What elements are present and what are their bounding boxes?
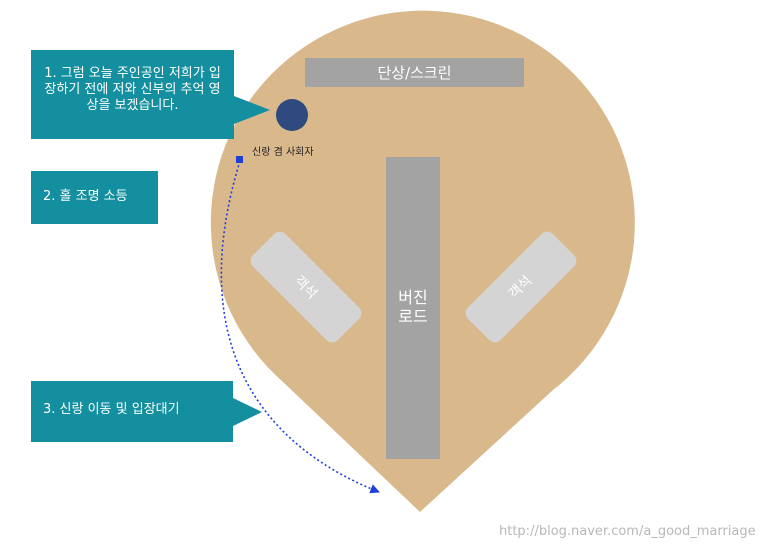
seat-block-right	[465, 231, 577, 343]
callout-step-1: 1. 그럼 오늘 주인공인 저희가 입장하기 전에 저와 신부의 추억 영상을 …	[44, 66, 221, 113]
groom-path-arrow	[220, 160, 380, 494]
callout-2-box	[31, 171, 158, 224]
groom-mc-marker	[276, 99, 308, 131]
virgin-road-label-line2: 로드	[398, 307, 428, 326]
callout-step-2: 2. 홀 조명 소등	[43, 189, 128, 204]
callout-step-3: 3. 신랑 이동 및 입장대기	[43, 402, 180, 417]
stage-label: 단상/스크린	[377, 64, 452, 82]
callout-3-box	[31, 381, 262, 442]
watermark-url: http://blog.naver.com/a_good_marriage	[499, 524, 756, 539]
virgin-road-label-line1: 버진	[398, 288, 428, 307]
callout-1-box	[31, 50, 270, 139]
virgin-road-label: 버진 로드	[386, 288, 440, 326]
stage-screen	[305, 58, 524, 87]
groom-path-start	[236, 156, 243, 163]
groom-mc-label: 신랑 겸 사회자	[252, 147, 314, 158]
seat-block-left	[250, 231, 362, 343]
virgin-road	[386, 157, 440, 459]
